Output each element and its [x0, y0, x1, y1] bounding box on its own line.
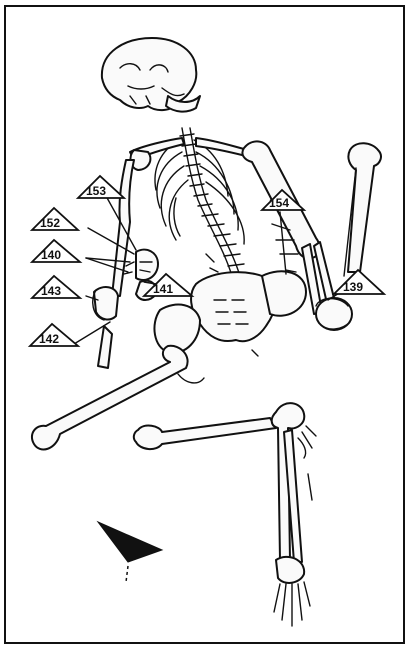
- marker-143-label: 143: [41, 284, 61, 298]
- marker-141-label: 141: [153, 282, 173, 296]
- marker-142-label: 142: [39, 332, 59, 346]
- marker-152-label: 152: [40, 216, 60, 230]
- marker-153-label: 153: [86, 184, 106, 198]
- marker-139-label: 139: [343, 280, 363, 294]
- marker-140-label: 140: [41, 248, 61, 262]
- marker-154-label: 154: [269, 196, 289, 210]
